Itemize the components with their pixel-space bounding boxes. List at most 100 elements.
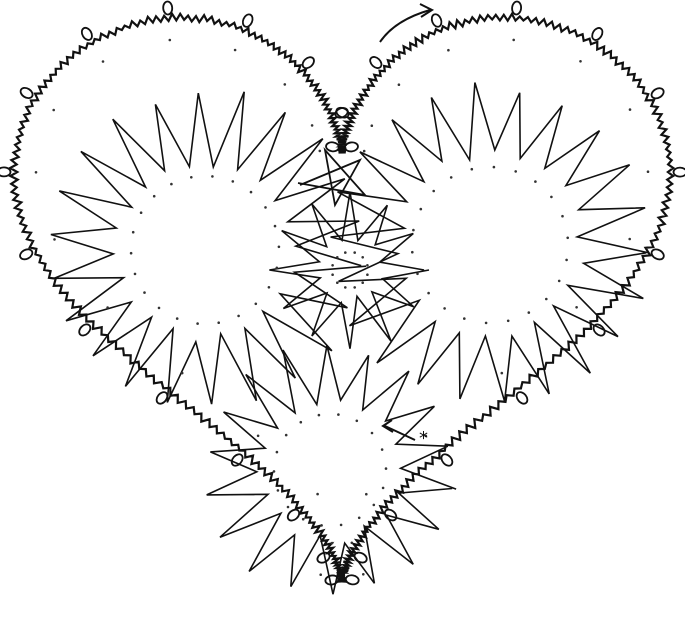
guide-dot <box>385 467 388 470</box>
guide-dot <box>169 39 172 42</box>
guide-dot <box>106 306 109 309</box>
guide-dot <box>276 267 279 270</box>
guide-dot <box>320 524 323 527</box>
guide-dot <box>285 434 288 437</box>
picot-loop <box>18 247 34 261</box>
picot-loop <box>344 142 358 153</box>
guide-dot <box>331 273 334 276</box>
guide-dot <box>232 180 235 183</box>
guide-dot <box>170 183 173 186</box>
guide-dot <box>371 124 374 127</box>
guide-dot <box>158 307 161 310</box>
guide-dot <box>276 451 279 454</box>
picot-loop <box>430 13 443 28</box>
guide-dot <box>331 264 334 267</box>
guide-dot <box>284 83 287 86</box>
guide-dot <box>356 420 359 423</box>
guide-dot <box>363 150 366 153</box>
picot-loop <box>77 322 93 338</box>
guide-dot <box>575 306 578 309</box>
guide-dot <box>353 251 356 254</box>
guide-dot <box>277 489 280 492</box>
guide-dot <box>416 273 419 276</box>
guide-dot <box>561 215 564 218</box>
guide-dot <box>361 281 364 284</box>
right-lobe-star <box>331 83 649 402</box>
guide-dot <box>361 256 364 259</box>
guide-dot <box>344 286 347 289</box>
guide-dot <box>366 273 369 276</box>
guide-dot <box>287 506 290 509</box>
guide-dot <box>366 264 369 267</box>
motif-layer <box>51 83 649 595</box>
guide-dot <box>35 171 38 174</box>
guide-dot <box>365 493 368 496</box>
guide-dot <box>427 292 430 295</box>
guide-dot <box>237 315 240 318</box>
guide-dot <box>629 108 632 111</box>
guide-dot <box>340 524 343 527</box>
guide-dot <box>411 251 414 254</box>
picot-loop <box>650 86 666 100</box>
guide-dot <box>647 170 650 173</box>
guide-dot <box>143 291 146 294</box>
guide-dot <box>493 166 496 169</box>
picot-loop <box>19 86 35 101</box>
guide-dot <box>373 504 376 507</box>
picot-loop <box>80 26 94 42</box>
guide-dot <box>565 259 568 262</box>
guide-dot <box>579 60 582 63</box>
picot-loop <box>163 1 173 15</box>
guide-dot <box>514 170 517 173</box>
guide-dot <box>250 191 253 194</box>
guide-dot <box>273 470 276 473</box>
guide-dot <box>319 150 322 153</box>
picot-loop <box>368 55 384 70</box>
guide-dot <box>311 124 314 127</box>
guide-dot <box>278 246 281 249</box>
guide-dot <box>628 238 631 241</box>
guide-dot <box>450 176 453 179</box>
guide-dot <box>463 317 466 320</box>
picot-loop <box>383 507 399 522</box>
guide-dot <box>274 225 277 228</box>
guide-dot <box>534 180 537 183</box>
guide-dot <box>318 414 321 417</box>
guide-dot <box>300 421 303 424</box>
picot-loop <box>673 168 685 177</box>
picot-edge-line <box>10 14 673 582</box>
guide-dot <box>132 231 135 234</box>
guide-dot <box>471 168 474 171</box>
guide-dot <box>382 487 385 490</box>
guide-dot <box>337 413 340 416</box>
guide-dot <box>319 573 322 576</box>
guide-dot <box>420 208 423 211</box>
guide-dot <box>196 322 199 325</box>
start-marker-asterisk: * <box>419 428 428 449</box>
guide-dot <box>381 448 384 451</box>
guide-dot <box>190 176 193 179</box>
guide-dot <box>351 542 354 545</box>
guide-dot <box>134 273 137 276</box>
guide-dot <box>336 281 339 284</box>
picot-loop <box>241 13 254 28</box>
guide-dot <box>501 372 504 375</box>
guide-dot <box>102 60 105 63</box>
guide-dot <box>211 175 214 178</box>
guide-dot <box>336 256 339 259</box>
guide-dot <box>234 49 237 52</box>
guide-dot <box>566 237 569 240</box>
guide-dot <box>331 542 334 545</box>
picot-loop <box>0 167 11 176</box>
picot-loop <box>300 55 316 70</box>
guide-dot <box>181 372 184 375</box>
guide-dot <box>545 298 548 301</box>
guide-dot <box>268 286 271 289</box>
guide-dot <box>353 286 356 289</box>
picot-loop <box>650 247 666 261</box>
guide-dot <box>217 321 220 324</box>
picot-loop <box>590 26 604 42</box>
guide-dot <box>507 320 510 323</box>
guide-dot <box>550 196 553 199</box>
guide-dot <box>140 211 143 214</box>
